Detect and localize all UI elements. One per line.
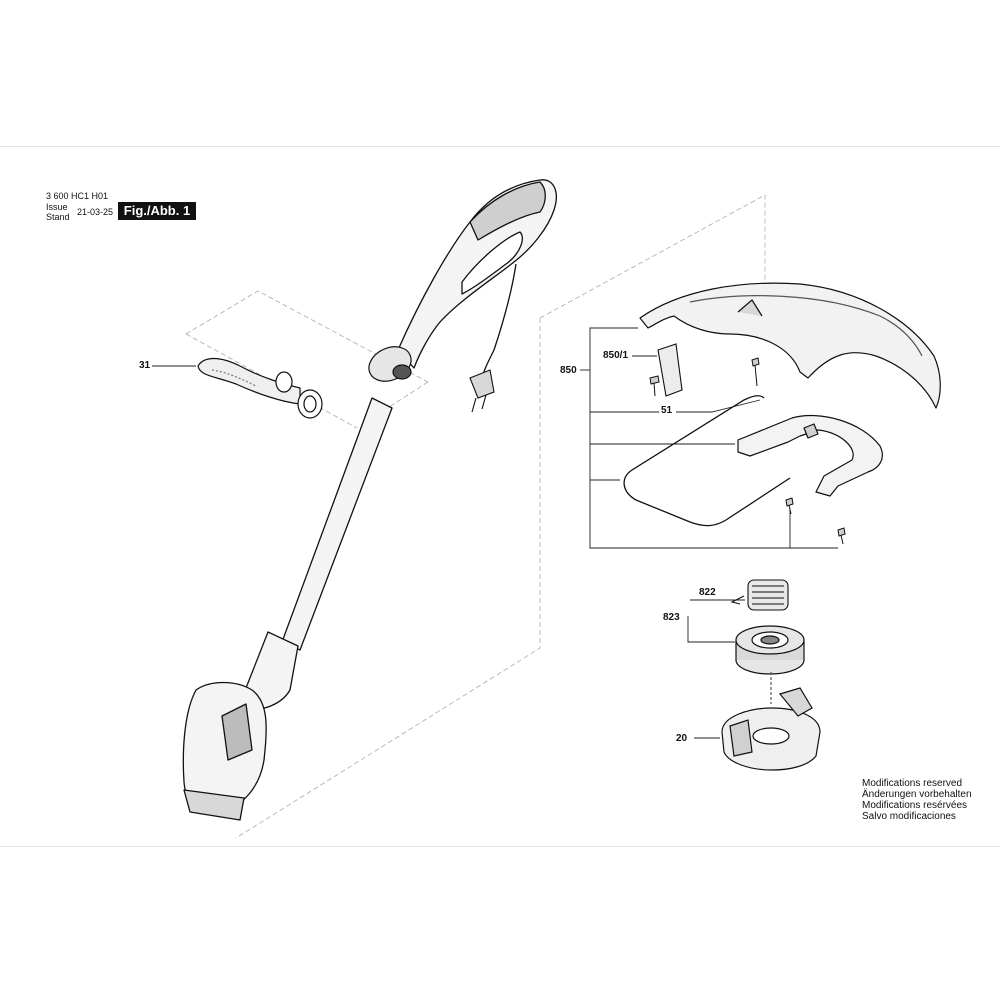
callout-850-1: 850/1 [603, 350, 629, 361]
callout-850: 850 [560, 365, 577, 376]
plug [469, 369, 495, 413]
modifications-note: Modifications reserved Änderungen vorbeh… [862, 778, 972, 822]
figure-label: Fig./Abb. 1 [118, 202, 196, 220]
guard-hood [639, 282, 941, 409]
guard-clip [657, 343, 683, 397]
trimmer-body [182, 179, 557, 821]
stand-label: Stand [46, 212, 70, 222]
guard-frame [737, 414, 883, 497]
handle-grip-texture [469, 181, 546, 241]
issue-label: Issue [46, 202, 68, 212]
note-line-es: Salvo modificaciones [862, 811, 956, 822]
top-border-line [0, 146, 1000, 147]
wire-bow [623, 395, 791, 527]
adjustment-knob [368, 346, 412, 382]
callout-31: 31 [139, 360, 151, 371]
shaft [281, 397, 393, 651]
bottom-border-line [0, 846, 1000, 847]
drawing-number: 3 600 HC1 H01 [46, 191, 109, 201]
issue-date: 21-03-25 [77, 207, 114, 217]
screws [649, 357, 846, 545]
power-cord [481, 263, 517, 379]
spring [730, 579, 789, 611]
callout-51: 51 [661, 405, 673, 416]
callout-822: 822 [699, 587, 716, 598]
spool [735, 625, 805, 675]
note-line-en: Modifications reserved [862, 778, 963, 789]
callout-823: 823 [663, 612, 680, 623]
motor-vent [221, 703, 253, 761]
note-line-de: Änderungen vorbehalten [862, 789, 972, 800]
auxiliary-handle [197, 357, 323, 419]
spool-cover [721, 672, 821, 771]
motor-base [183, 789, 245, 821]
handle-opening [461, 231, 523, 295]
note-line-fr: Modifications resérvées [862, 800, 968, 811]
callout-20: 20 [676, 733, 688, 744]
